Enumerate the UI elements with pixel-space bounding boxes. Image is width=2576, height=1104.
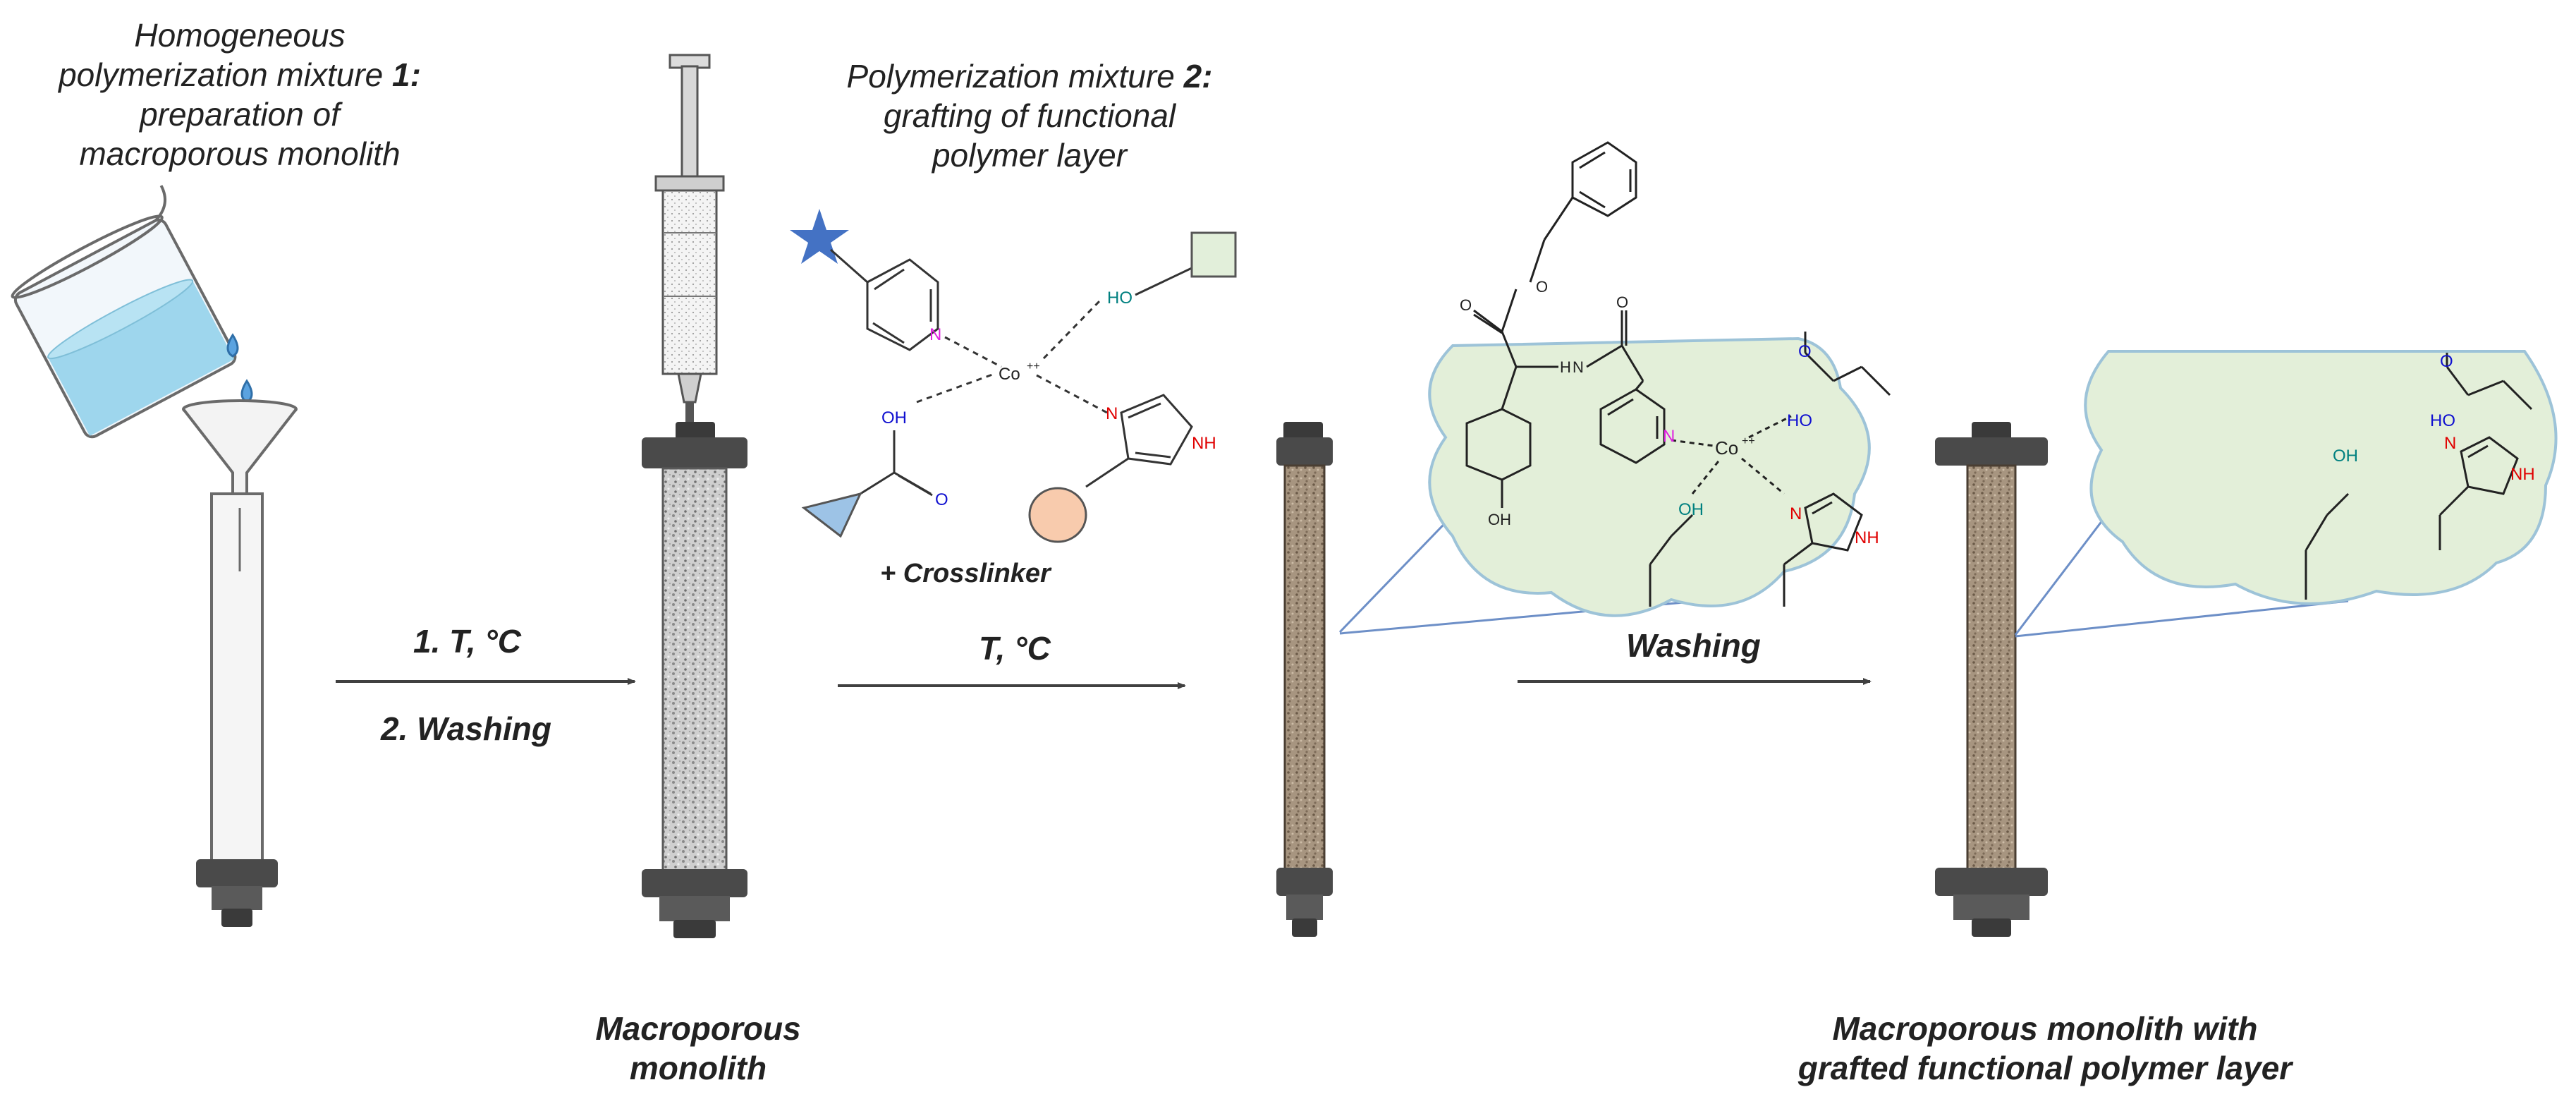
droplets-icon: [226, 333, 253, 449]
caption-result-grafted: Macroporous monolith with grafted functi…: [1714, 1009, 2376, 1088]
star-icon: [790, 209, 849, 264]
funnel-icon: [182, 399, 298, 509]
pyridine-n-label: N: [929, 325, 941, 344]
cobalt-label: Co: [999, 365, 1020, 384]
cobalt-charge-label: ++: [1027, 360, 1040, 372]
zoom-line-bottom-2: [2015, 600, 2349, 638]
syringe-icon: [654, 54, 725, 422]
step-1-washing-label: 2. Washing: [381, 710, 551, 747]
caption-mixture-2: Polymerization mixture 2: grafting of fu…: [776, 56, 1283, 175]
grafted-column-with-template: [1276, 422, 1333, 937]
caption-result-monolith-line-2: monolith: [629, 1050, 767, 1087]
acid-oh-label: OH: [881, 408, 907, 427]
caption-result-monolith: Macroporous monolith: [550, 1009, 846, 1088]
imidazole-nh-label: NH: [1192, 434, 1216, 453]
zoom-line-top-2: [2014, 493, 2124, 636]
imidazole-nh-label-2: NH: [2510, 465, 2535, 484]
step-2-temperature-label: T, °C: [979, 630, 1051, 667]
caption-mixture-2-line-2: grafting of functional: [883, 97, 1176, 135]
caption-result-grafted-line-2: grafted functional polymer layer: [1797, 1050, 2293, 1087]
acid-o-label-2: O: [2440, 352, 2453, 371]
amide-o-label: O: [1616, 293, 1628, 311]
cobalt-label-cloud: Co: [1715, 437, 1738, 459]
cloud-1: [1428, 336, 1871, 617]
triangle-icon: [801, 492, 862, 538]
macroporous-monolith-column: [642, 422, 747, 938]
pyridine-n-label-cloud: N: [1663, 427, 1675, 446]
caption-result-grafted-line-1: Macroporous monolith with: [1832, 1010, 2258, 1047]
acid-o-label: O: [935, 490, 948, 509]
square-icon: [1190, 231, 1237, 278]
acid-ho-label-2: HO: [2430, 411, 2455, 430]
beaker-icon: [11, 185, 237, 439]
amide-n-label: N: [1573, 358, 1584, 376]
grafted-column-final: [1935, 422, 2048, 937]
acid-o-label-cloud: O: [1798, 342, 1812, 361]
crosslinker-label: + Crosslinker: [880, 559, 1051, 588]
caption-mixture-2-line-1: Polymerization mixture 2:: [846, 58, 1213, 95]
acid-ho-label-cloud: HO: [1787, 411, 1812, 430]
zoom-line-top-1: [1338, 506, 1461, 633]
cloud-2: [2084, 350, 2558, 605]
mixture-2-scheme: [790, 209, 1237, 543]
caption-mixture-1-line-3: preparation of: [140, 96, 340, 133]
ester-o-label: O: [1460, 296, 1472, 314]
caption-result-monolith-line-1: Macroporous: [595, 1010, 801, 1047]
step-1-temperature-label: 1. T, °C: [413, 623, 522, 660]
ester-o2-label: O: [1536, 278, 1548, 296]
tyrosine-oh-label: OH: [1488, 511, 1511, 528]
circle-icon: [1028, 487, 1087, 543]
empty-column: [196, 492, 278, 927]
hydroxyl-label-cloud: OH: [1678, 500, 1704, 519]
imidazole-n-label-2: N: [2444, 434, 2456, 453]
template-molecule-1: [1465, 141, 1891, 607]
caption-mixture-1-line-4: macroporous monolith: [79, 135, 401, 173]
functional-groups-2: [2305, 353, 2533, 600]
step-3-washing-label: Washing: [1626, 627, 1761, 664]
hydroxyl-label-2: OH: [2333, 447, 2358, 466]
imidazole-n-label-cloud: N: [1790, 504, 1802, 523]
cobalt-charge-label-cloud: ++: [1742, 435, 1755, 447]
caption-mixture-1-line-1: Homogeneous: [134, 17, 346, 54]
hydroxyl-label: HO: [1107, 289, 1133, 308]
imidazole-nh-label-cloud: NH: [1855, 528, 1879, 547]
imidazole-n-label: N: [1106, 404, 1118, 423]
caption-mixture-1: Homogeneous polymerization mixture 1: pr…: [0, 16, 480, 174]
caption-mixture-1-line-2: polymerization mixture 1:: [59, 56, 421, 94]
caption-mixture-2-line-3: polymer layer: [932, 137, 1128, 174]
amide-h-label: H: [1560, 358, 1571, 376]
